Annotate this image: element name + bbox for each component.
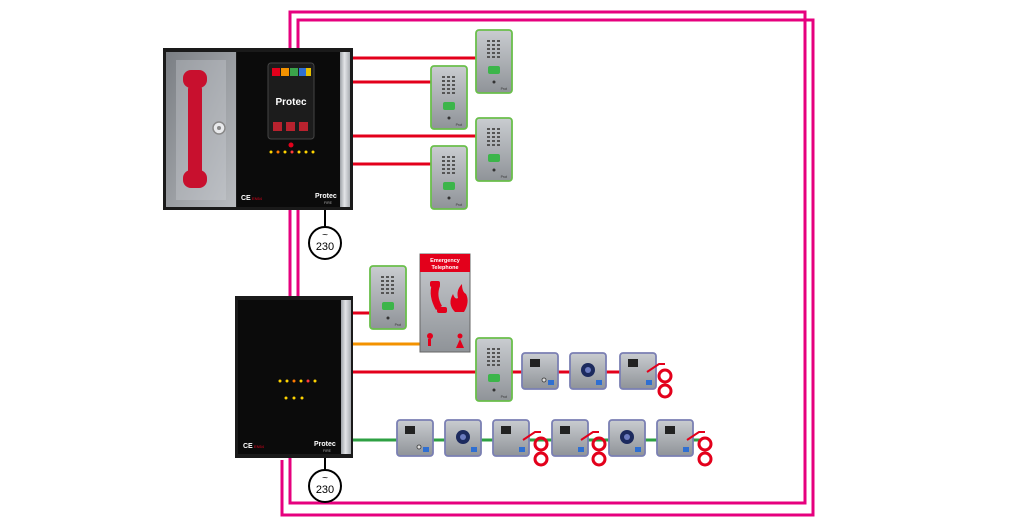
outstation-label: Prot	[456, 203, 462, 207]
interface-module[interactable]	[656, 419, 694, 457]
handset-icon	[183, 70, 207, 188]
power-voltage-bottom: 230	[316, 484, 334, 496]
call-button[interactable]	[443, 182, 455, 190]
secondary-control-panel: CE EN54 Protec FIRE	[235, 296, 353, 458]
interface-module[interactable]	[444, 419, 482, 457]
wheelchair-icon	[427, 333, 433, 346]
relay-icon	[628, 359, 638, 367]
power-voltage-top: 230	[316, 241, 334, 253]
indicator-leds-2	[278, 379, 317, 400]
outstation-label: Prot	[501, 87, 507, 91]
outstation-intercom[interactable]: Prot	[369, 265, 407, 330]
outstation-intercom[interactable]: Prot	[475, 29, 513, 94]
outstation-label: Prot	[456, 123, 462, 127]
phone-icon	[430, 281, 447, 313]
emergency-title-1: Emergency	[430, 258, 461, 264]
sounder-beacon-icon	[580, 431, 607, 467]
interface-module[interactable]	[492, 419, 530, 457]
keypad-icon	[405, 426, 415, 434]
main-control-panel: Protec CE EN54 Protec FIRE	[163, 48, 353, 210]
call-button[interactable]	[488, 374, 500, 382]
outstation-label: Prot	[501, 395, 507, 399]
ce-mark-2: CE	[243, 443, 253, 450]
ce-note: EN54	[252, 196, 263, 201]
panel-brand-sub: FIRE	[324, 201, 333, 205]
speaker-grille-icon	[487, 128, 500, 146]
emergency-telephone-panel: Emergency Telephone	[419, 253, 471, 353]
screen-status-icons	[272, 68, 311, 76]
power-symbol-bottom: ~	[322, 473, 328, 484]
power-symbol-top: ~	[322, 230, 328, 241]
speaker-grille-icon	[381, 276, 394, 294]
power-supply-bottom: ~ 230	[308, 458, 342, 503]
call-button[interactable]	[488, 66, 500, 74]
sounder-beacon-icon	[522, 431, 549, 467]
outstation-intercom[interactable]: Prot	[475, 117, 513, 182]
relay-icon	[665, 426, 675, 434]
running-person-icon	[456, 333, 464, 348]
call-button[interactable]	[488, 154, 500, 162]
screen-brand: Protec	[275, 97, 307, 108]
touch-screen[interactable]	[267, 62, 315, 140]
call-button[interactable]	[443, 102, 455, 110]
call-button[interactable]	[382, 302, 394, 310]
panel-brand-sub-2: FIRE	[323, 449, 332, 453]
ce-note-2: EN54	[254, 444, 265, 449]
indicator-leds	[269, 150, 315, 154]
interface-module[interactable]	[551, 419, 589, 457]
speaker-grille-icon	[442, 76, 455, 94]
outstation-label: Prot	[501, 175, 507, 179]
outstation-intercom[interactable]: Prot	[475, 337, 513, 402]
relay-icon	[501, 426, 511, 434]
status-led	[288, 142, 294, 148]
interface-module[interactable]	[396, 419, 434, 457]
interface-module[interactable]	[521, 352, 559, 390]
power-supply-top: ~ 230	[308, 210, 342, 260]
outstation-intercom[interactable]: Prot	[430, 145, 468, 210]
interface-module[interactable]	[619, 352, 657, 390]
keypad-icon	[530, 359, 540, 367]
speaker-grille-icon	[442, 156, 455, 174]
panel-brand-2: Protec	[314, 441, 336, 448]
speaker-grille-icon	[487, 40, 500, 58]
emergency-title-2: Telephone	[431, 265, 458, 271]
panel-brand: Protec	[315, 193, 337, 200]
interface-module[interactable]	[569, 352, 607, 390]
ce-mark: CE	[241, 195, 251, 202]
screen-buttons[interactable]	[273, 122, 308, 131]
outstation-intercom[interactable]: Prot	[430, 65, 468, 130]
outstation-label: Prot	[395, 323, 401, 327]
interface-module[interactable]	[608, 419, 646, 457]
sounder-beacon-icon	[686, 431, 713, 467]
relay-icon	[560, 426, 570, 434]
speaker-grille-icon	[487, 348, 500, 366]
sounder-beacon-icon	[646, 363, 673, 399]
flame-icon	[450, 284, 468, 312]
